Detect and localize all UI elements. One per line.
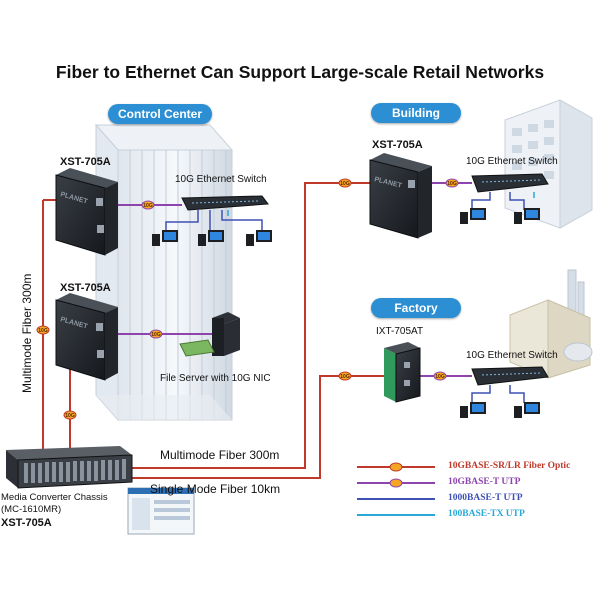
svg-text:10G: 10G bbox=[38, 328, 48, 334]
pc-icon bbox=[514, 208, 540, 224]
factory-building bbox=[509, 269, 593, 379]
10g-badge: 10G bbox=[338, 178, 352, 188]
multimode-vertical-label: Multimode Fiber 300m bbox=[20, 273, 34, 393]
svg-text:10G: 10G bbox=[447, 181, 457, 187]
xst-705a-top bbox=[55, 168, 118, 256]
xst-building-label: XST-705A bbox=[372, 139, 423, 151]
legend-item-fiber: 10GBASE-SR/LR Fiber Optic bbox=[448, 461, 571, 471]
media-converter-chassis bbox=[6, 446, 195, 535]
10g-badge: 10G bbox=[149, 329, 163, 339]
utp1g-links bbox=[165, 192, 525, 403]
page-title: Fiber to Ethernet Can Support Large-scal… bbox=[55, 62, 545, 82]
multimode-horizontal-line bbox=[130, 182, 370, 469]
utp100-links bbox=[227, 192, 535, 216]
chassis-label: Media Converter Chassis bbox=[1, 492, 108, 503]
factory-label: Factory bbox=[371, 298, 461, 318]
10g-badge: 10G bbox=[141, 200, 155, 210]
legend-item-1000base-t: 1000BASE-T UTP bbox=[448, 493, 523, 503]
ixt-705at-factory bbox=[384, 342, 421, 403]
switch-factory bbox=[471, 366, 549, 386]
legend-lines bbox=[357, 462, 435, 516]
multimode-horizontal-label: Multimode Fiber 300m bbox=[160, 448, 280, 462]
svg-text:10G: 10G bbox=[340, 181, 350, 187]
legend-item-10gbase-t: 10GBASE-T UTP bbox=[448, 477, 521, 487]
control-center-label: Control Center bbox=[108, 104, 212, 124]
10g-badge: 10G bbox=[63, 410, 77, 420]
chassis-model-label: (MC-1610MR) bbox=[1, 504, 62, 515]
xst-705a-middle bbox=[55, 293, 118, 381]
legend-item-100base-tx: 100BASE-TX UTP bbox=[448, 509, 525, 519]
10g-badge: 10G bbox=[338, 371, 352, 381]
pc-icon bbox=[514, 402, 540, 418]
switch-control bbox=[181, 195, 269, 211]
building-label: Building bbox=[371, 103, 461, 123]
svg-text:10G: 10G bbox=[143, 203, 153, 209]
switch-building bbox=[471, 173, 549, 193]
single-mode-line bbox=[130, 375, 384, 479]
xst-middle-label: XST-705A bbox=[60, 282, 111, 294]
switch-factory-label: 10G Ethernet Switch bbox=[466, 350, 558, 361]
xst-top-label: XST-705A bbox=[60, 156, 111, 168]
ixt-factory-label: IXT-705AT bbox=[376, 326, 424, 337]
svg-text:10G: 10G bbox=[151, 332, 161, 338]
xst-705a-building bbox=[369, 153, 432, 239]
single-mode-label: Single Mode Fiber 10km bbox=[150, 482, 281, 496]
switch-control-label: 10G Ethernet Switch bbox=[175, 174, 267, 185]
chassis-xst-label: XST-705A bbox=[1, 517, 52, 529]
pc-icon bbox=[246, 230, 272, 246]
pc-icon bbox=[152, 230, 178, 246]
file-server-label: File Server with 10G NIC bbox=[160, 373, 271, 384]
svg-text:10G: 10G bbox=[340, 374, 350, 380]
badges: 10G 10G 10G 10G 10G 10G 10G 10G bbox=[36, 178, 459, 420]
10g-badge: 10G bbox=[445, 178, 459, 188]
pc-icon bbox=[198, 230, 224, 246]
pc-icon bbox=[460, 208, 486, 224]
10g-badge: 10G bbox=[433, 371, 447, 381]
svg-text:10G: 10G bbox=[435, 374, 445, 380]
svg-text:10G: 10G bbox=[65, 413, 75, 419]
pc-icon bbox=[460, 402, 486, 418]
10g-badge: 10G bbox=[36, 325, 50, 335]
file-server bbox=[179, 312, 240, 357]
switch-building-label: 10G Ethernet Switch bbox=[466, 156, 558, 167]
